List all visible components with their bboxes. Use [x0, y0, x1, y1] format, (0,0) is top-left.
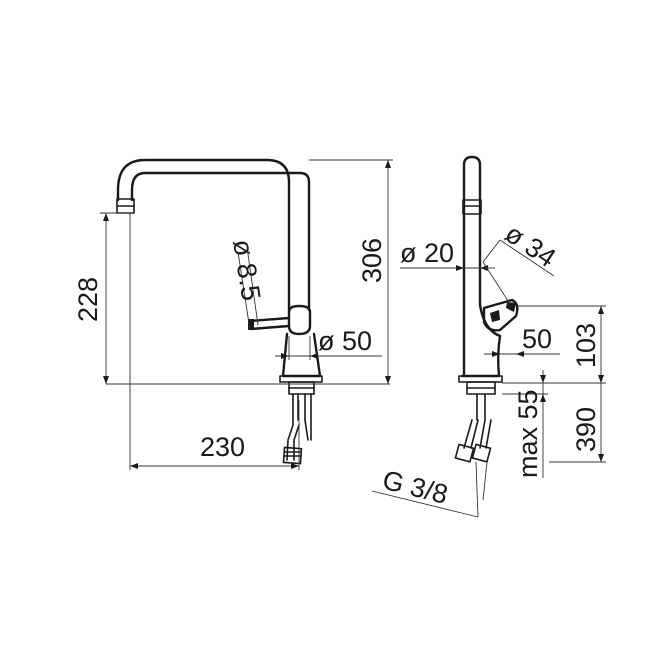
dim-34: ø 34	[482, 218, 562, 305]
front-spout-inner	[130, 171, 311, 312]
front-mixer-body	[287, 304, 312, 336]
side-column	[462, 155, 502, 377]
front-hose-right	[304, 393, 312, 441]
front-lever-tip	[248, 319, 254, 330]
front-view: 228 306 230 ø 8.5	[73, 158, 393, 470]
side-hose-right	[479, 419, 492, 449]
dim-50-height: 50	[484, 324, 560, 357]
side-stud	[476, 393, 486, 421]
dim-max55: max 55	[502, 370, 548, 478]
dim-230-label: 230	[200, 432, 245, 462]
dim-20: ø 20	[400, 238, 495, 271]
dim-34-label: ø 34	[500, 218, 562, 273]
side-view: ø 20 ø 34 50 103	[371, 155, 606, 518]
dim-20-label: ø 20	[400, 238, 454, 268]
front-hose-nut	[282, 446, 303, 465]
dim-306-label: 306	[357, 238, 387, 283]
dim-thread-label: G 3/8	[380, 465, 451, 510]
dim-max55-label: max 55	[513, 389, 543, 478]
dim-230: 230	[129, 213, 300, 470]
dim-390-label: 390	[571, 407, 601, 452]
dim-thread: G 3/8	[371, 461, 488, 518]
dim-390: 390	[549, 383, 606, 463]
dim-50-height-label: 50	[522, 324, 552, 354]
dim-50-diameter-label: ø 50	[318, 326, 372, 356]
side-hose-left	[463, 419, 479, 449]
side-lever	[482, 298, 519, 332]
dim-228: 228	[73, 212, 134, 384]
dim-103: 103	[502, 305, 606, 384]
dim-228-label: 228	[73, 277, 103, 322]
dim-306: 306	[309, 159, 393, 384]
dim-103-label: 103	[571, 323, 601, 368]
front-lever	[248, 316, 291, 331]
side-hose-nut-left	[454, 443, 475, 463]
dim-50-diameter: ø 50	[275, 326, 382, 360]
dim-8-5-label: ø 8.5	[227, 237, 266, 302]
front-stud	[297, 393, 306, 421]
front-hose-left	[286, 393, 300, 461]
dim-8-5: ø 8.5	[227, 237, 266, 331]
side-hose-nut-right	[471, 443, 492, 463]
side-aerator-band	[462, 199, 482, 215]
